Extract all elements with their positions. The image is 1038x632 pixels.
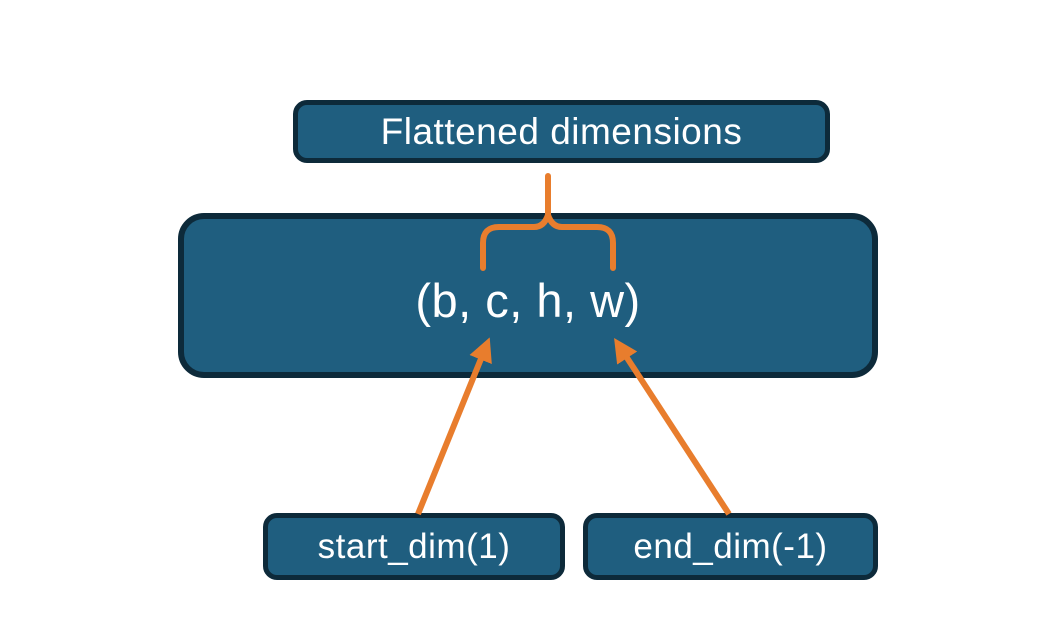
start-dim-node: start_dim(1) [263,513,565,580]
flattened-dimensions-label: Flattened dimensions [380,110,743,152]
start-dim-label: start_dim(1) [317,526,511,566]
end-dim-label: end_dim(-1) [633,526,828,566]
end-dim-node: end_dim(-1) [583,513,878,580]
flattened-dimensions-node: Flattened dimensions [293,100,830,163]
tensor-shape-label: (b, c, h, w) [415,274,641,327]
tensor-shape-node: (b, c, h, w) [178,213,878,378]
